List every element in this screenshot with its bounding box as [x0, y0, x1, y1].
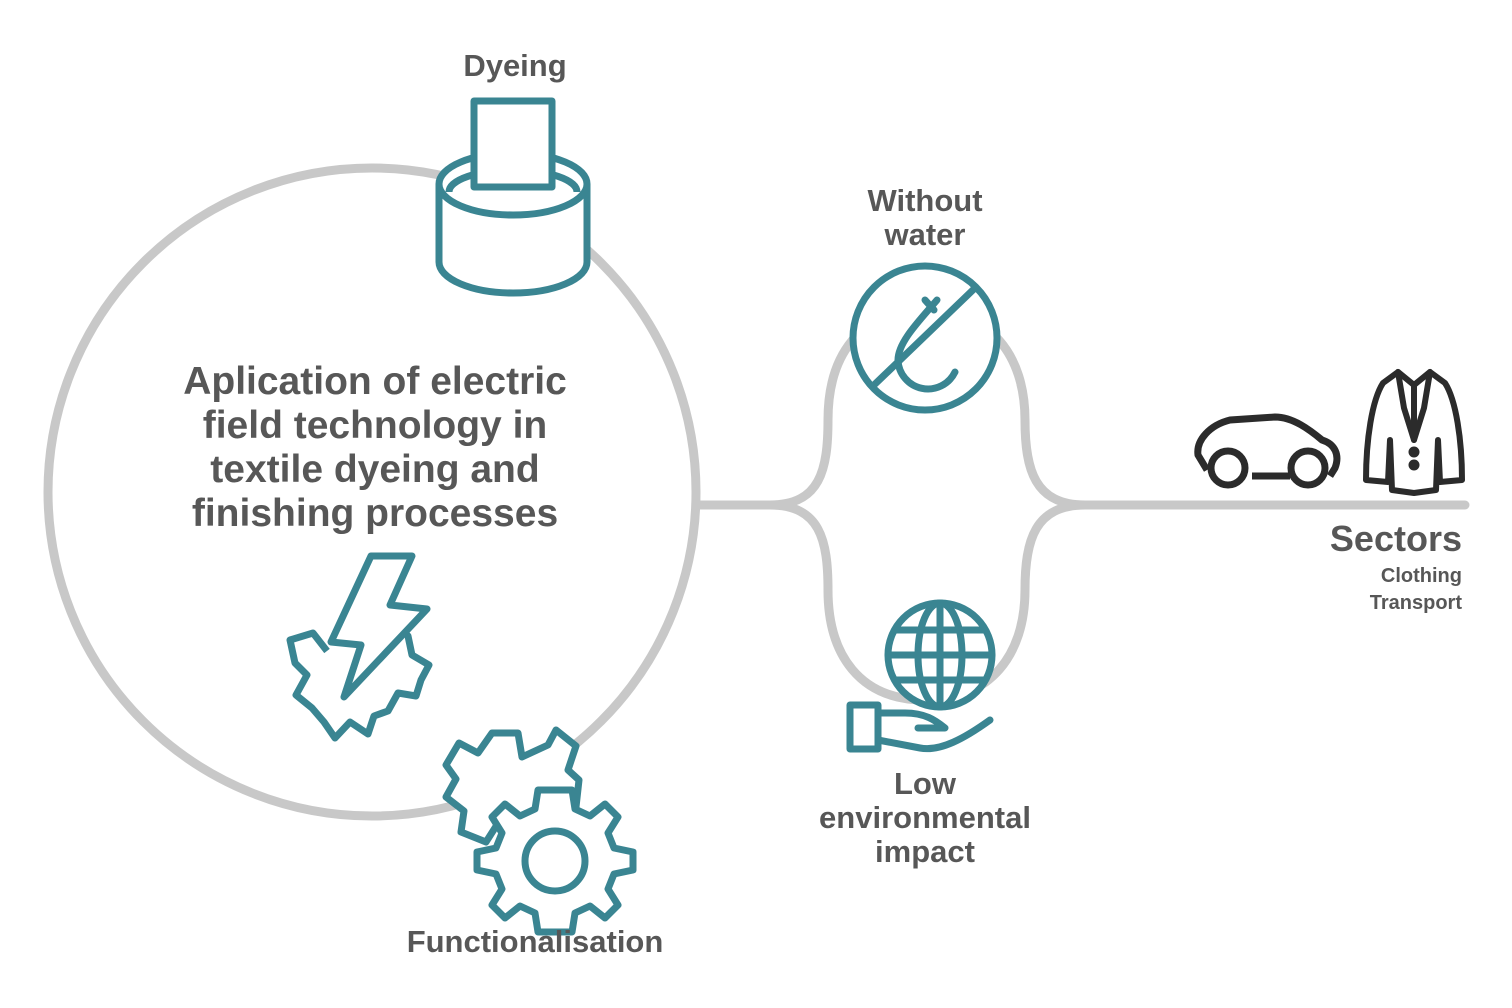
- no-water-drop-icon: [849, 262, 1001, 414]
- without-water-line: water: [884, 217, 966, 252]
- dyeing-label: Dyeing: [463, 48, 567, 83]
- functionalisation-label: Functionalisation: [406, 924, 664, 959]
- large-gear: [473, 786, 637, 936]
- low-impact-label: Low environmental impact: [795, 767, 1055, 869]
- branch-lines: [691, 305, 1470, 705]
- main-title-line: field technology in: [202, 404, 548, 447]
- dye-bath-icon: [435, 97, 591, 297]
- sector-item-clothing: Clothing: [1380, 565, 1462, 587]
- lightning-gear-icon: [286, 552, 433, 742]
- main-title-line: Aplication of electric: [183, 360, 567, 403]
- low-impact-line: environmental: [819, 800, 1031, 835]
- low-impact-line: Low: [894, 766, 956, 801]
- globe-in-hand-icon: [846, 599, 996, 753]
- main-title-line: textile dyeing and: [210, 448, 540, 491]
- sectors-list: Clothing Transport: [1262, 563, 1462, 617]
- sectors-title: Sectors: [1329, 518, 1462, 559]
- main-circle: [43, 163, 701, 821]
- without-water-label: Without water: [825, 184, 1025, 252]
- low-impact-line: impact: [875, 834, 975, 869]
- jacket-icon: [1363, 369, 1465, 496]
- car-icon: [1194, 413, 1341, 489]
- gears-icon: [442, 726, 637, 936]
- without-water-line: Without: [867, 183, 983, 218]
- sector-item-transport: Transport: [1369, 592, 1462, 614]
- main-title-line: finishing processes: [191, 492, 559, 535]
- main-title: Aplication of electric field technology …: [100, 360, 650, 536]
